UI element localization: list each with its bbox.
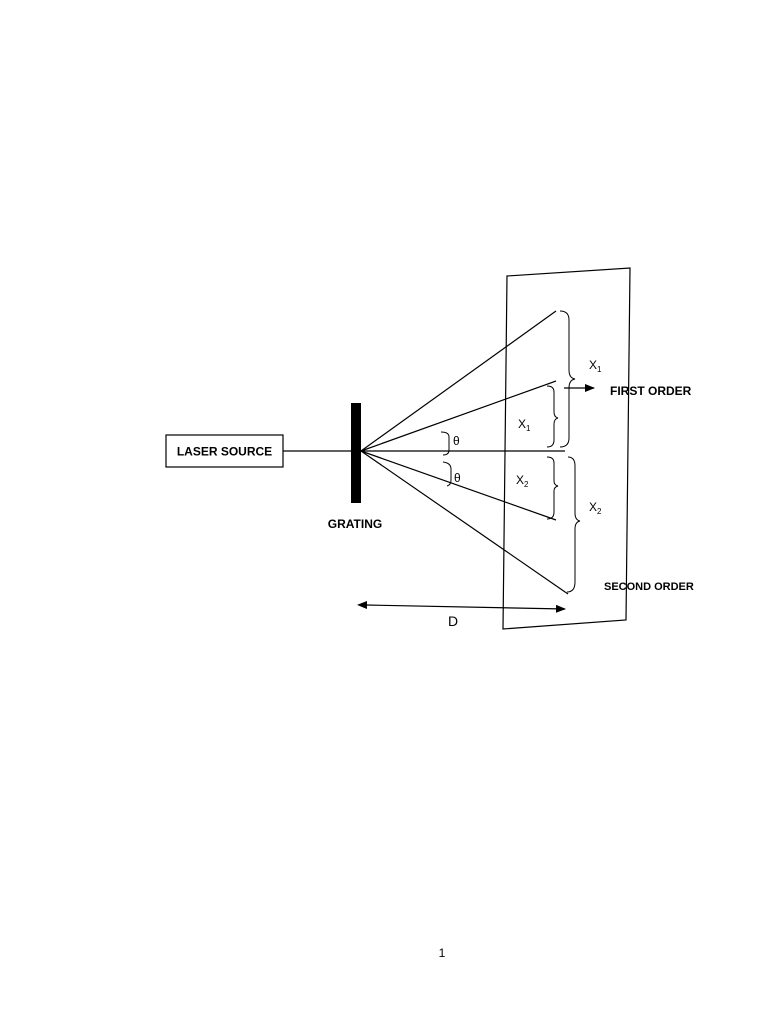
distance-arrow (357, 601, 566, 613)
x1-outer-label: X1 (589, 358, 602, 374)
first-order-beam-lower (360, 450, 557, 521)
x1-inner-brace (546, 385, 559, 448)
theta-lower-mark (442, 461, 452, 487)
screen (502, 267, 631, 630)
x2-inner-brace (546, 456, 559, 520)
grating-label: GRATING (328, 517, 382, 531)
x2-outer-brace (566, 456, 581, 593)
second-order-beam-upper (360, 310, 557, 452)
x2-outer-label: X2 (589, 500, 602, 516)
first-order-beam-upper (360, 380, 557, 452)
second-order-beam-lower (360, 450, 569, 595)
second-order-label: SECOND ORDER (604, 581, 694, 593)
laser-source-label: LASER SOURCE (177, 445, 272, 459)
page-number: 1 (439, 946, 446, 960)
x1-inner-label: X1 (518, 417, 531, 433)
laser-source-box (165, 434, 284, 468)
first-order-label: FIRST ORDER (610, 384, 692, 398)
x1-outer-brace (559, 310, 576, 448)
theta-upper-label: θ (453, 434, 460, 448)
theta-upper-mark (440, 431, 450, 456)
grating (351, 403, 361, 503)
theta-lower-label: θ (454, 471, 461, 485)
x2-inner-label: X2 (516, 473, 529, 489)
distance-label: D (448, 613, 458, 629)
